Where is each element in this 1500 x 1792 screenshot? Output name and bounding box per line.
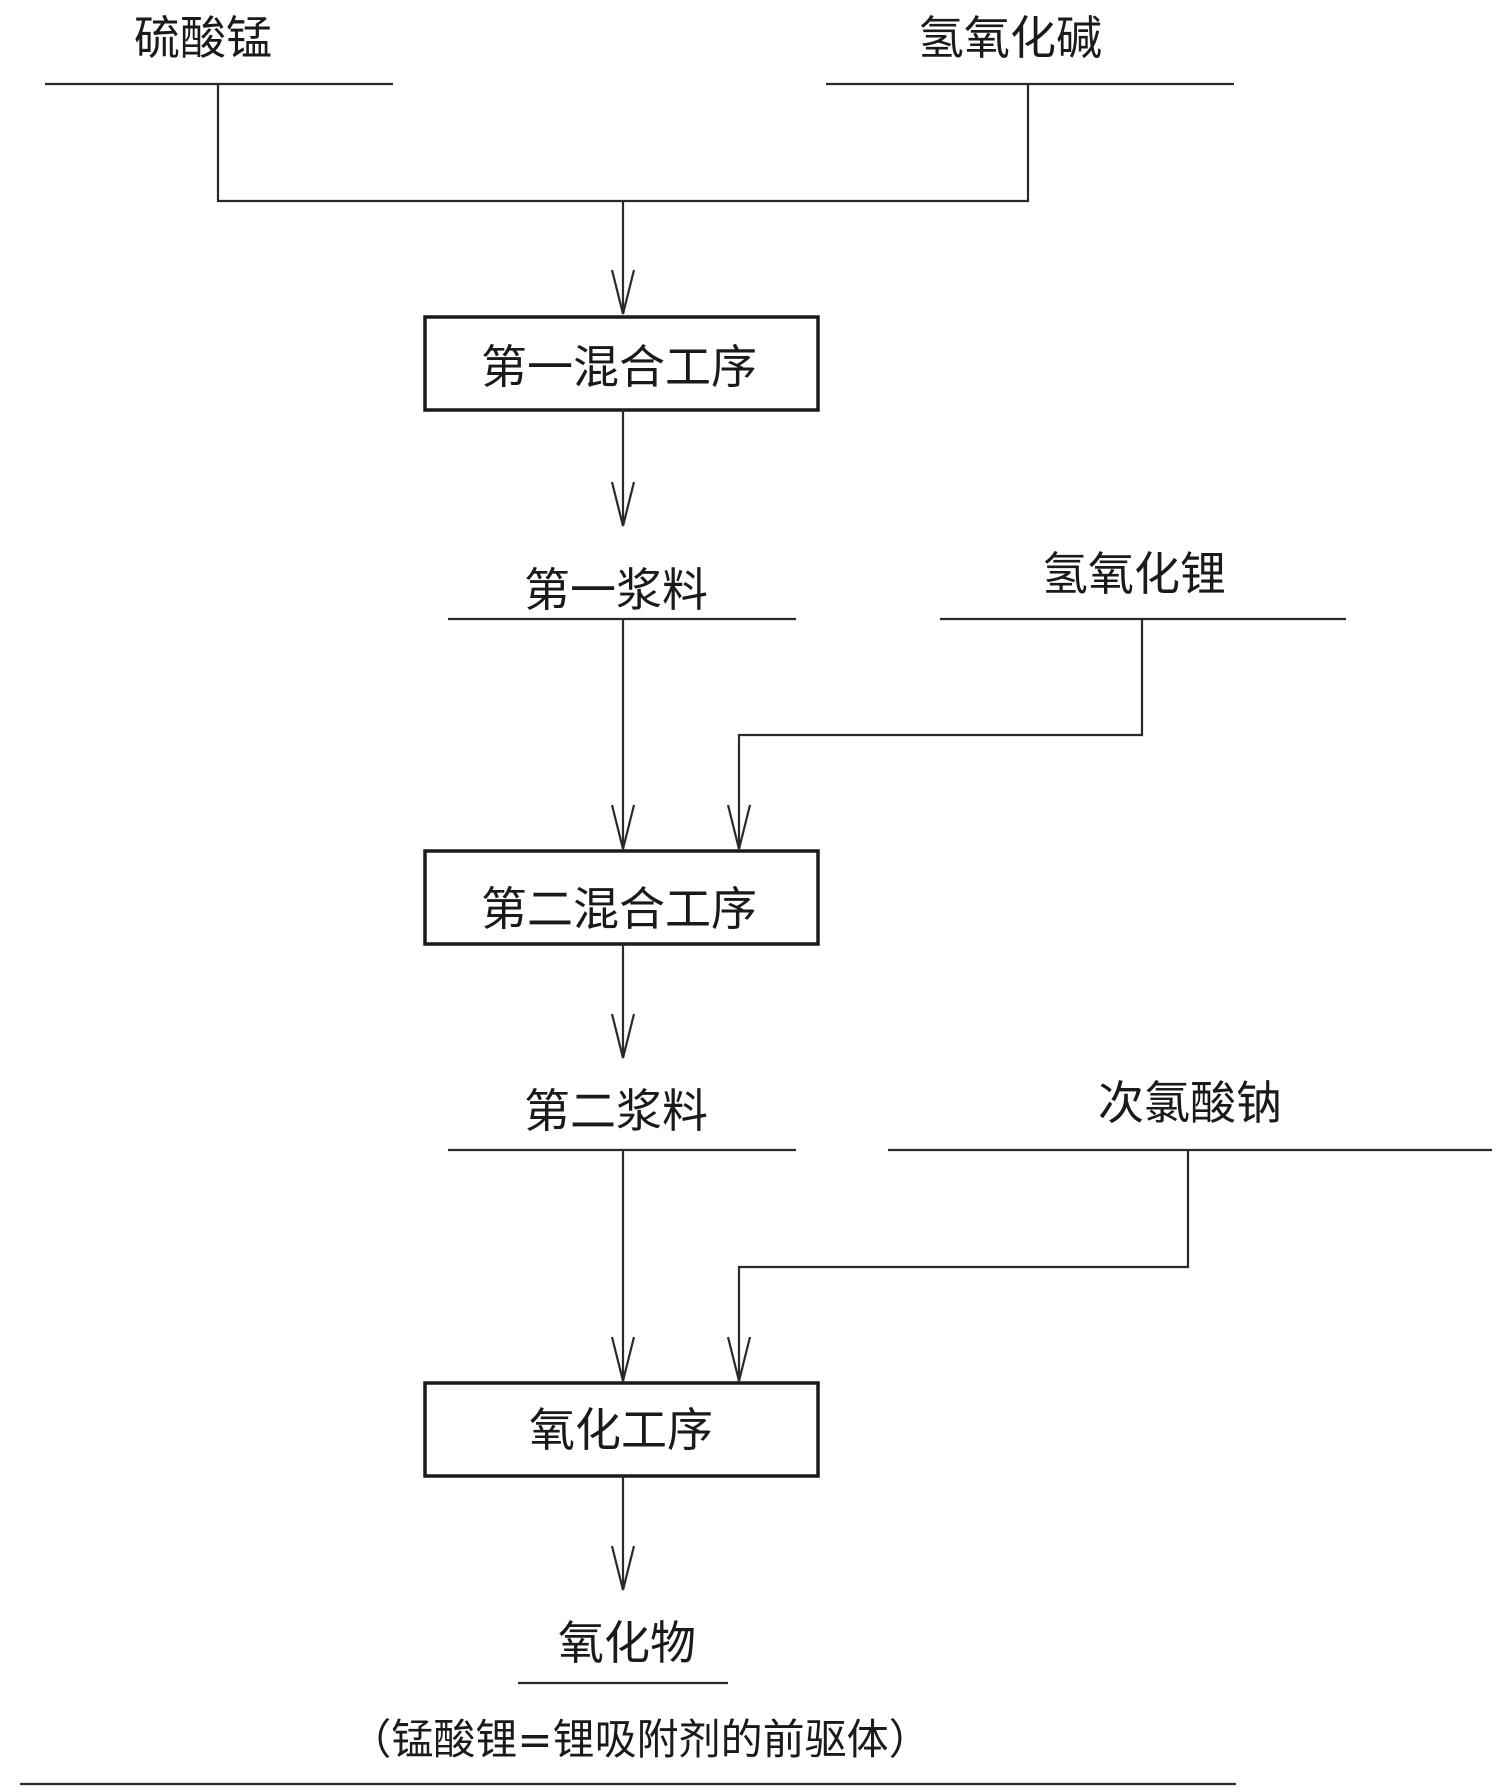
step-second-mixing-label: 第二混合工序 (481, 882, 757, 936)
arrowhead-second-mixing-left (610, 804, 636, 850)
step-oxidation-box (423, 1381, 820, 1478)
arrowhead-product (610, 1545, 636, 1591)
input-sodium-hypochlorite-label: 次氯酸钠 (1098, 1076, 1282, 1130)
step-first-mixing-box (423, 315, 820, 412)
step-oxidation-label: 氧化工序 (529, 1403, 713, 1457)
input-alkali-hydroxide-label: 氢氧化碱 (918, 11, 1102, 65)
connector-sodium-hypochlorite (737, 1150, 1190, 1381)
connector-lithium-hydroxide (737, 619, 1144, 849)
arrowhead-second-slurry (610, 1013, 636, 1059)
input-manganese-sulfate-label: 硫酸锰 (134, 11, 272, 65)
product-label: 氧化物 (558, 1616, 696, 1670)
input-lithium-hydroxide-label: 氢氧化锂 (1042, 547, 1226, 601)
arrowhead-first-slurry (610, 481, 636, 527)
connector-manganese-sulfate (216, 84, 1030, 203)
step-first-mixing-label: 第一混合工序 (481, 340, 757, 394)
arrowhead-oxidation-right (726, 1336, 752, 1382)
intermediate-second-slurry-label: 第二浆料 (524, 1084, 708, 1138)
arrowhead-oxidation-left (610, 1336, 636, 1382)
intermediate-first-slurry-label: 第一浆料 (524, 563, 708, 617)
product-note: （锰酸锂=锂吸附剂的前驱体） (349, 1715, 930, 1764)
arrowhead-second-mixing-right (726, 804, 752, 850)
step-second-mixing-box (423, 849, 820, 946)
arrowhead-first-mixing (610, 269, 636, 315)
